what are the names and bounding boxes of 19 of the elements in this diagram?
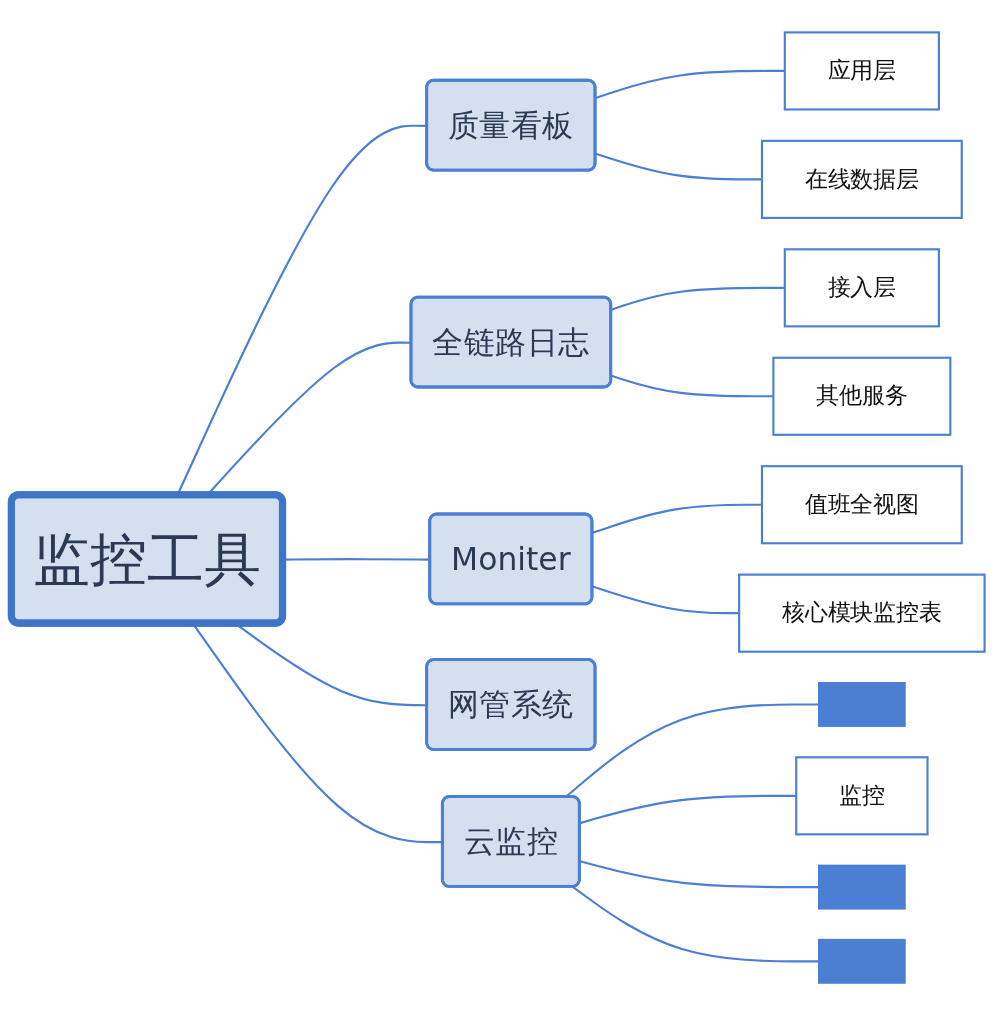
connector xyxy=(595,70,785,100)
connector xyxy=(611,375,774,398)
connector xyxy=(572,886,820,963)
node-box: 应用层 xyxy=(783,31,940,111)
connector xyxy=(592,585,740,615)
connector xyxy=(579,860,820,889)
node-box: 接入层 xyxy=(783,248,940,328)
node-box: 其他服务 xyxy=(772,357,952,437)
connector xyxy=(595,153,762,181)
connector xyxy=(579,795,797,825)
connector xyxy=(592,504,762,535)
node-box: 监控 xyxy=(795,756,929,836)
node-bar xyxy=(818,865,906,911)
node-box: 核心模块监控表 xyxy=(738,574,986,654)
node-bar xyxy=(818,939,906,985)
node-box: 值班全视图 xyxy=(760,465,963,545)
node-box: 在线数据层 xyxy=(760,140,963,220)
connector xyxy=(611,287,785,312)
node-bar xyxy=(818,682,906,728)
